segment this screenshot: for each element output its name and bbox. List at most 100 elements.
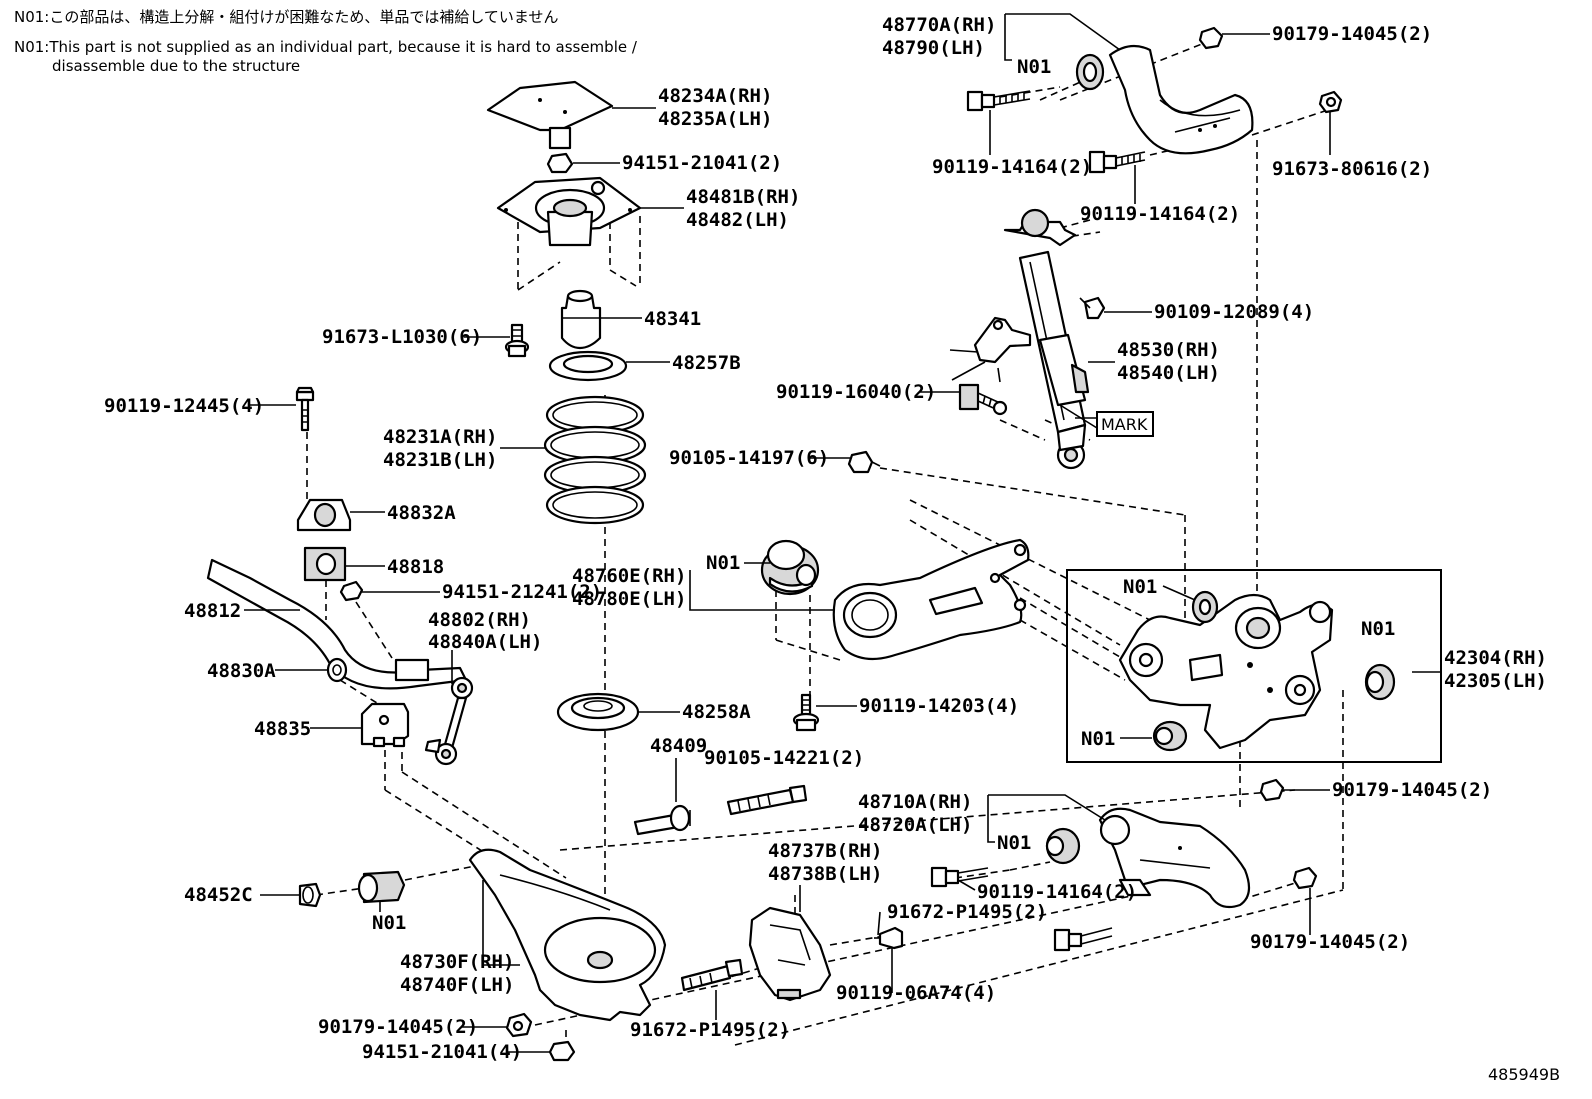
label-48258a: 48258A: [682, 701, 751, 723]
coil-spring-48231a: [543, 395, 647, 525]
label-94151-21241: 94151-21241(2): [442, 581, 602, 603]
note-english-line-1: N01:This part is not supplied as an indi…: [14, 38, 637, 56]
bolt-90119-06a74: [874, 926, 904, 950]
label-90119-14164-c: 90119-14164(2): [977, 881, 1137, 903]
cam-bolt-48409: [633, 804, 691, 836]
stabilizer-bar-48812: [206, 558, 468, 690]
note-japanese: N01:この部品は、構造上分解・組付けが困難なため、単品では補給していません: [14, 8, 559, 26]
washer-48452c: [298, 882, 322, 908]
bushing-n01-upper: [1075, 53, 1105, 91]
bolt-90105-14221: [726, 784, 808, 816]
label-94151-21041-4: 94151-21041(4): [362, 1041, 522, 1063]
label-48234a: 48234A(RH): [658, 85, 772, 107]
washer-48830a: [326, 657, 348, 683]
bolt-90119-16040: [958, 383, 1008, 416]
bushing-48818: [303, 546, 347, 582]
bolt-91672-p1495-left: [680, 958, 744, 992]
label-48530: 48530(RH): [1117, 339, 1220, 361]
nut-90105-14197: [847, 450, 881, 474]
label-90179-14045-top: 90179-14045(2): [1272, 23, 1432, 45]
label-48737b: 48737B(RH): [768, 840, 882, 862]
assembly-dashed-lines: [306, 39, 1344, 1055]
label-48830a: 48830A: [207, 660, 276, 682]
label-90119-06a74: 90119-06A74(4): [836, 982, 996, 1004]
knuckle-box: [1066, 569, 1442, 763]
label-48341: 48341: [644, 308, 701, 330]
label-48231a: 48231A(RH): [383, 426, 497, 448]
leader-lines: [244, 13, 1441, 1053]
label-42304: 42304(RH): [1444, 647, 1547, 669]
knuckle-42304: [1118, 593, 1334, 750]
label-90119-14203: 90119-14203(4): [859, 695, 1019, 717]
bracket-48832a: [296, 498, 352, 532]
upper-arm-48770a: [1108, 44, 1254, 155]
label-n01-knuckle-bottom: N01: [1081, 728, 1115, 750]
label-90119-12445: 90119-12445(4): [104, 395, 264, 417]
label-48840a: 48840A(LH): [428, 631, 542, 653]
label-48231b: 48231B(LH): [383, 449, 497, 471]
label-90119-16040: 90119-16040(2): [776, 381, 936, 403]
nut-90179-14045-mid: [1259, 778, 1285, 802]
nut-90179-14045-top: [1198, 26, 1224, 50]
label-48790: 48790(LH): [882, 37, 985, 59]
lower-arm-48710a: [1098, 807, 1251, 909]
label-48235a: 48235A(LH): [658, 108, 772, 130]
label-42305: 42305(LH): [1444, 670, 1547, 692]
label-48452c: 48452C: [184, 884, 253, 906]
bolt-90119-12445: [295, 386, 315, 432]
bump-stop-48341: [560, 289, 602, 350]
label-48832a: 48832A: [387, 502, 456, 524]
bolt-91672-p1495-right: [1053, 927, 1113, 952]
label-48835: 48835: [254, 718, 311, 740]
bolt-90119-14164-a: [966, 90, 1031, 112]
label-48812: 48812: [184, 600, 241, 622]
label-48802: 48802(RH): [428, 609, 531, 631]
bracket-48835: [360, 702, 410, 748]
bushing-n01-lower-right: [1045, 827, 1081, 865]
label-90179-14045-right: 90179-14045(2): [1250, 931, 1410, 953]
nut-94151-21041-top: [546, 152, 574, 174]
bolt-90109-12089: [1079, 296, 1106, 320]
label-48780e: 48780E(LH): [572, 588, 686, 610]
mount-plate-48234a: [486, 80, 614, 150]
nut-94151-21241: [339, 580, 364, 602]
label-94151-21041-2: 94151-21041(2): [622, 152, 782, 174]
label-90109-12089: 90109-12089(4): [1154, 301, 1314, 323]
label-48740f: 48740F(LH): [400, 974, 514, 996]
bushing-n01-knuckle-bottom: [1152, 720, 1188, 752]
nut-90179-14045-right: [1292, 866, 1318, 890]
part-labels: 48234A(RH) 48235A(LH) 94151-21041(2) 484…: [104, 14, 1560, 1084]
label-90119-14164-b: 90119-14164(2): [1080, 203, 1240, 225]
spring-seat-lower-48258a: [556, 692, 640, 732]
label-90105-14197: 90105-14197(6): [669, 447, 829, 469]
upper-mount-48481b: [496, 176, 642, 247]
spring-seat-48257b: [548, 350, 628, 382]
bushing-n01-lower-left: [357, 870, 406, 904]
label-48409: 48409: [650, 735, 707, 757]
label-90119-14164-a: 90119-14164(2): [932, 156, 1092, 178]
bolt-91673-l1030: [504, 323, 530, 358]
label-90179-14045-mid: 90179-14045(2): [1332, 779, 1492, 801]
shock-absorber-48530: [949, 208, 1090, 470]
label-48738b: 48738B(LH): [768, 863, 882, 885]
link-48802: [424, 676, 474, 766]
label-48710a: 48710A(RH): [858, 791, 972, 813]
trailing-arm: [832, 538, 1030, 661]
nut-90179-14045-bottom-left: [505, 1012, 533, 1038]
figure-id: 485949B: [1488, 1065, 1560, 1084]
label-48760e: 48760E(RH): [572, 565, 686, 587]
label-n01-lower-right: N01: [997, 832, 1031, 854]
note-english-line-2: disassemble due to the structure: [52, 57, 301, 75]
label-n01-lower-left: N01: [372, 912, 406, 934]
label-mark: MARK: [1101, 415, 1148, 434]
label-91672-p1495-right: 91672-P1495(2): [887, 901, 1047, 923]
bolt-90119-14164-c: [930, 866, 989, 888]
label-91673-80616: 91673-80616(2): [1272, 158, 1432, 180]
label-n01-knuckle-top: N01: [1123, 576, 1157, 598]
label-48257b: 48257B: [672, 352, 741, 374]
bracket-48737b: [748, 906, 832, 1002]
label-91672-p1495-left: 91672-P1495(2): [630, 1019, 790, 1041]
bolt-90119-14203: [792, 693, 820, 732]
mark-tag: [1059, 404, 1154, 437]
